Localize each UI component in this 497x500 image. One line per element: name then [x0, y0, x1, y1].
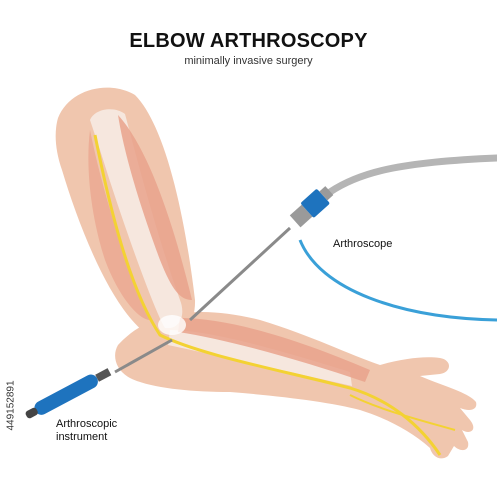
page-title: ELBOW ARTHROSCOPY: [129, 30, 368, 52]
arthroscope-shaft: [188, 226, 292, 322]
radius-ulna: [168, 330, 352, 386]
fiber-cable: [298, 239, 497, 322]
instrument-shaft: [114, 338, 173, 374]
elbow-joint: [158, 315, 186, 335]
instrument-label-line1: Arthroscopic: [56, 418, 118, 430]
nerve-main: [93, 134, 442, 456]
triceps: [88, 130, 150, 320]
page-subtitle: minimally invasive surgery: [184, 55, 313, 67]
instrument-handle: [25, 368, 112, 419]
biceps: [118, 115, 192, 300]
light-cable: [326, 154, 497, 196]
arthroscope-label: Arthroscope: [333, 238, 393, 250]
nerve-branch: [349, 394, 456, 431]
arthroscope-body: [289, 186, 334, 228]
stock-id: 449152891: [5, 380, 17, 431]
instrument-label-line2: instrument: [56, 431, 108, 443]
humerus: [90, 109, 183, 329]
forearm-muscles: [178, 318, 370, 382]
instrument-label: Arthroscopic instrument: [56, 418, 117, 444]
